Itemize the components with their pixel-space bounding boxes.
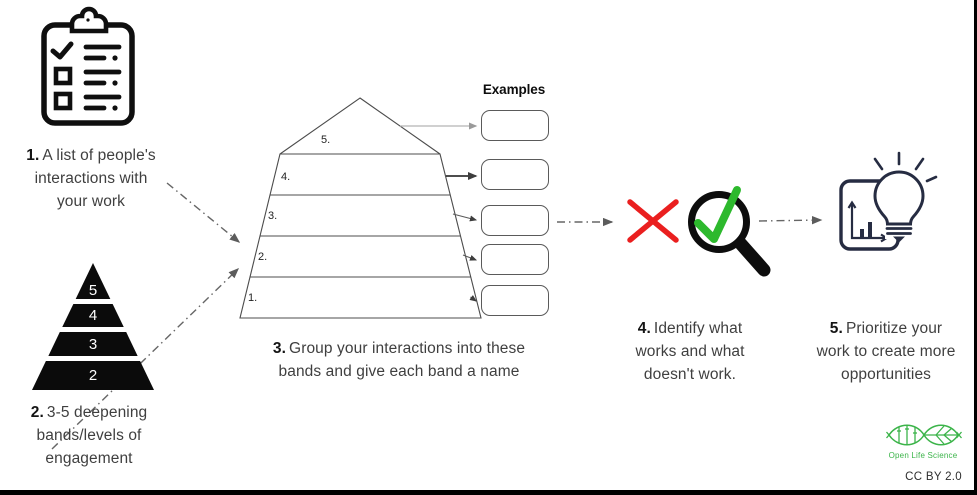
caption-line: interactions with <box>34 170 148 187</box>
step3-caption: 3.Group your interactions into these ban… <box>240 337 558 383</box>
open-life-science-logo-icon <box>886 424 962 446</box>
list-lines <box>83 44 122 111</box>
magnifier-lens <box>688 191 750 253</box>
caption-line: works and what <box>635 343 745 360</box>
clipboard-checklist-icon <box>41 6 135 126</box>
checkbox-1 <box>53 66 73 86</box>
step-number: 1. <box>26 147 40 164</box>
bulb-rings <box>885 227 913 235</box>
logo-text: Open Life Science <box>888 451 958 460</box>
caption-line: doesn't work. <box>643 366 737 383</box>
example-box-5 <box>481 285 549 316</box>
example-box-2 <box>481 159 549 190</box>
caption-line: engagement <box>45 450 133 467</box>
pyramid-dividers <box>250 153 471 278</box>
step-number: 2. <box>30 404 44 421</box>
example-box-4 <box>481 244 549 275</box>
band-label-2: 2. <box>258 251 268 263</box>
band-label-3: 3. <box>268 210 278 222</box>
example-box-3 <box>481 205 549 236</box>
examples-title: Examples <box>482 82 546 97</box>
step-number: 4. <box>637 320 651 337</box>
band-label-5: 5. <box>321 134 331 146</box>
bulb-tip <box>893 236 905 243</box>
mini-band-4: 4 <box>62 304 124 327</box>
mini-band-3: 3 <box>48 332 138 356</box>
caption-line: work to create more <box>816 343 956 360</box>
pyramid-outline <box>239 97 482 319</box>
pyramid-levels-icon: 5 4 3 2 <box>32 263 154 390</box>
chart-axes <box>850 204 885 240</box>
arrow-step2-to-pyramid <box>51 268 240 450</box>
caption-line: bands and give each band a name <box>278 363 520 380</box>
example-connectors <box>400 122 478 302</box>
magnifier-check-icon <box>688 186 771 277</box>
bulb-globe <box>873 170 925 226</box>
step-number: 3. <box>272 340 287 357</box>
logo-right-lens <box>923 424 959 446</box>
magnifier-handle <box>734 237 771 277</box>
bulb-rays <box>873 151 938 183</box>
mini-band-5: 5 <box>75 263 111 299</box>
caption-line: 3.Group your interactions into these <box>272 340 526 357</box>
list-dots <box>112 55 118 111</box>
mini-band-2: 2 <box>32 361 154 390</box>
step2-caption: 2.3-5 deepening bands/levels of engageme… <box>3 401 175 470</box>
red-cross-icon <box>627 199 679 243</box>
step4-caption: 4.Identify what works and what doesn't w… <box>610 317 770 386</box>
check-item <box>50 41 74 60</box>
caption-line: 4.Identify what <box>637 320 743 337</box>
band-label-4: 4. <box>281 171 291 183</box>
caption-line: opportunities <box>840 366 932 383</box>
caption-line: bands/levels of <box>36 427 142 444</box>
connector-box-3 <box>452 213 478 222</box>
step-number: 5. <box>829 320 843 337</box>
main-pyramid <box>239 97 482 319</box>
chart-bars <box>860 222 872 237</box>
step1-caption: 1.A list of people's interactions with y… <box>5 144 177 213</box>
step5-caption: 5.Prioritize your work to create more op… <box>795 317 974 386</box>
lightbulb-chart-icon <box>839 151 938 251</box>
connector-box-4 <box>462 254 478 261</box>
caption-line: 5.Prioritize your <box>829 320 943 337</box>
license-label: CC BY 2.0 <box>905 471 962 483</box>
band-label-1: 1. <box>248 292 258 304</box>
green-check <box>694 186 741 243</box>
caption-line: your work <box>56 193 126 210</box>
connector-box-5 <box>469 294 477 302</box>
arrow-step1-to-pyramid <box>166 182 241 243</box>
caption-line: 2.3-5 deepening <box>30 404 148 421</box>
checkbox-2 <box>53 91 73 111</box>
caption-line: 1.A list of people's <box>26 147 156 164</box>
example-box-1 <box>481 110 549 141</box>
